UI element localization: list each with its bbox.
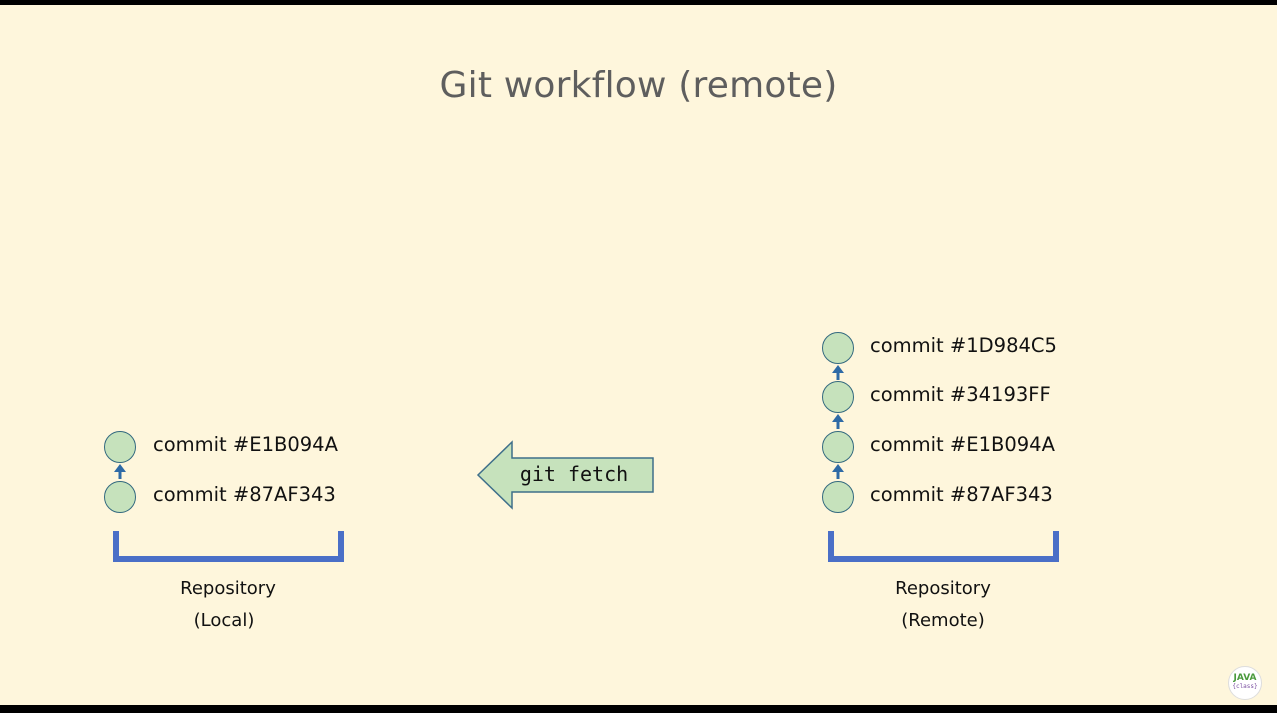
remote-commit-label-3: commit #E1B094A xyxy=(870,433,1055,456)
slide-title: Git workflow (remote) xyxy=(439,65,838,106)
remote-repo-label-line1: Repository xyxy=(895,578,991,599)
remote-commit-link-arrow-2 xyxy=(832,414,844,429)
logo-top-text: JAVA xyxy=(1233,673,1257,683)
git-fetch-arrow xyxy=(476,440,654,510)
remote-commit-label-1: commit #1D984C5 xyxy=(870,334,1057,357)
remote-commit-node-2 xyxy=(822,381,854,413)
local-repo-label-line2: (Local) xyxy=(193,610,255,631)
remote-commit-node-4 xyxy=(822,481,854,513)
remote-repo-bracket xyxy=(828,531,1059,562)
remote-commit-label-4: commit #87AF343 xyxy=(870,483,1053,506)
remote-commit-label-2: commit #34193FF xyxy=(870,383,1051,406)
logo-bottom-text: {class} xyxy=(1232,683,1258,690)
local-commit-label-1: commit #E1B094A xyxy=(153,433,338,456)
diagram-connectors xyxy=(113,365,1059,562)
java-class-logo: JAVA {class} xyxy=(1228,666,1262,700)
local-commit-node-2 xyxy=(104,481,136,513)
remote-commit-node-3 xyxy=(822,431,854,463)
local-commit-node-1 xyxy=(104,431,136,463)
remote-commit-node-1 xyxy=(822,332,854,364)
remote-repo-label-line2: (Remote) xyxy=(901,610,985,631)
local-commit-link-arrow xyxy=(114,464,126,479)
remote-commit-link-arrow-3 xyxy=(832,464,844,479)
remote-commit-link-arrow-1 xyxy=(832,365,844,380)
local-repo-bracket xyxy=(113,531,344,562)
local-commit-label-2: commit #87AF343 xyxy=(153,483,336,506)
local-repo-label-line1: Repository xyxy=(180,578,276,599)
slide: Git workflow (remote) commit #E1B094A co… xyxy=(0,5,1277,705)
git-fetch-label: git fetch xyxy=(519,462,629,486)
